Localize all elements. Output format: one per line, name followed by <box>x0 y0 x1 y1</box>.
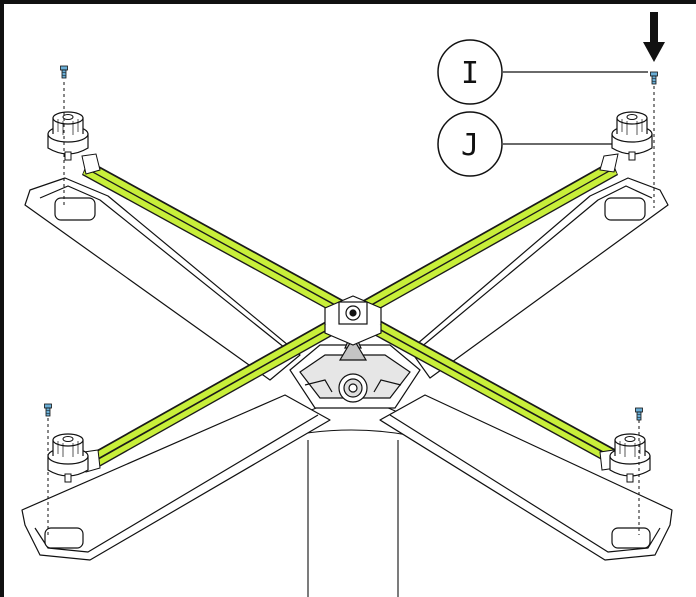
screw-guides <box>47 82 655 535</box>
foot-glide-front-right <box>609 433 651 483</box>
foot-glide-back-right <box>611 111 653 161</box>
foot-glide-back-left <box>47 111 89 161</box>
callout-i-label: I <box>461 56 479 91</box>
callout-j-label: J <box>461 128 479 163</box>
callout-j: J <box>437 111 612 177</box>
down-arrow-icon <box>643 12 665 62</box>
center-hub <box>289 328 421 409</box>
center-connector <box>324 295 382 346</box>
foot-glide-front-left <box>47 433 89 483</box>
callout-i: I <box>437 39 648 105</box>
